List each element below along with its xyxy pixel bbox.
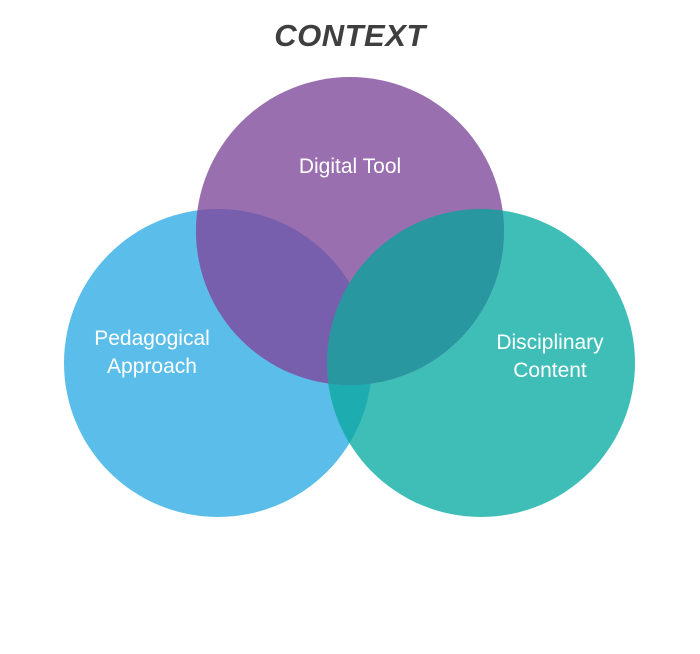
digital-tool-label-line-1: Digital Tool	[298, 155, 402, 178]
disciplinary-label-line-2: Content	[513, 359, 587, 382]
disciplinary-content-label: Disciplinary Content	[450, 329, 650, 385]
disciplinary-label-line-1: Disciplinary	[496, 331, 604, 354]
pedagogical-approach-label: Pedagogical Approach	[52, 325, 252, 381]
pedagogical-label-line-1: Pedagogical	[94, 327, 210, 350]
digital-tool-label: Digital Tool	[250, 153, 450, 181]
pedagogical-label-line-2: Approach	[107, 355, 197, 378]
diagram-title: CONTEXT	[274, 18, 426, 53]
